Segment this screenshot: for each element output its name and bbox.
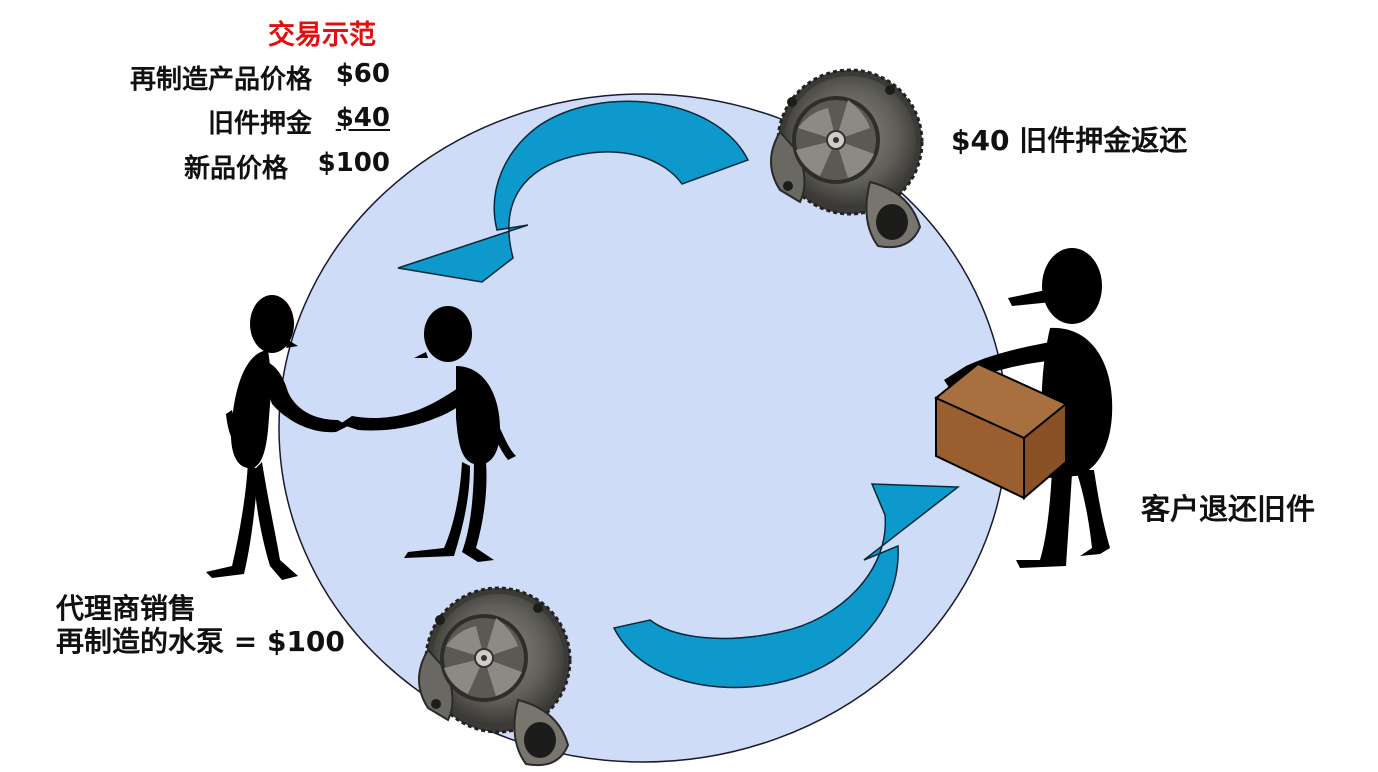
price-panel-title: 交易示范 bbox=[268, 20, 376, 51]
price-row-new: 新品价格 $100 bbox=[60, 148, 390, 188]
price-value: $100 bbox=[317, 148, 390, 178]
price-row-remanufactured: 再制造产品价格 $60 bbox=[60, 59, 390, 99]
dealer-sale-label-line1: 代理商销售 bbox=[56, 592, 197, 625]
person-carrying-box-icon bbox=[934, 248, 1113, 568]
price-label: 旧件押金 bbox=[207, 109, 312, 139]
customer-return-label: 客户退还旧件 bbox=[1141, 492, 1316, 526]
deposit-return-label: $40 旧件押金返还 bbox=[951, 124, 1188, 157]
price-label: 新品价格 bbox=[183, 154, 288, 184]
curved-arrow-icon bbox=[397, 100, 750, 283]
handshake-figures-icon bbox=[206, 295, 516, 580]
curved-arrow-icon bbox=[612, 483, 961, 689]
price-value: $60 bbox=[335, 59, 390, 89]
water-pump-icon bbox=[417, 586, 572, 767]
price-value: $40 bbox=[335, 103, 390, 133]
dealer-sale-label-line2: 再制造的水泵 = $100 bbox=[56, 625, 345, 658]
price-row-deposit: 旧件押金 $40 bbox=[60, 103, 390, 143]
price-label: 再制造产品价格 bbox=[129, 65, 312, 95]
